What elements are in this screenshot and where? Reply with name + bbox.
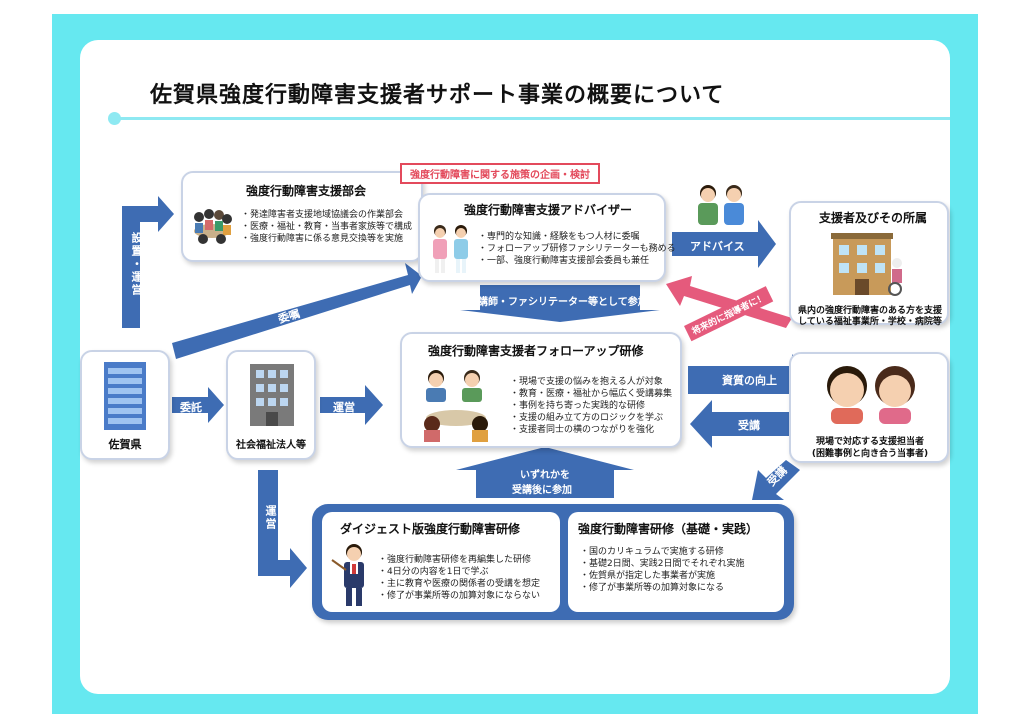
followup-item: ・支援の組み立て方のロジックを学ぶ bbox=[510, 413, 664, 423]
arrow-izureka bbox=[456, 447, 634, 498]
adviser-people-icon bbox=[433, 225, 468, 273]
followup-item: ・現場で支援の悩みを抱える人が対象 bbox=[510, 377, 663, 387]
label-unei2: 運営 bbox=[264, 505, 277, 531]
frontline-box: 現場で対応する支援担当者 (困難事例と向き合う当事者) bbox=[789, 352, 949, 463]
supporters-caption1: 県内の強度行動障害のある方を支援 bbox=[797, 306, 942, 316]
corp-label: 社会福祉法人等 bbox=[236, 440, 306, 451]
followup-title: 強度行動障害支援者フォローアップ研修 bbox=[428, 344, 644, 358]
arrow-unei1 bbox=[320, 385, 383, 425]
frontline-caption2: (困難事例と向き合う当事者) bbox=[811, 449, 929, 459]
label-izureka1: いずれかを bbox=[520, 470, 570, 481]
facility-building-icon bbox=[831, 233, 902, 296]
saga-label: 佐賀県 bbox=[108, 438, 142, 451]
arrow-unei2 bbox=[258, 470, 307, 588]
page-title: 佐賀県強度行動障害支援者サポート事業の概要について bbox=[150, 83, 725, 108]
adviser-item: ・一部、強度行動障害支援部会委員も兼任 bbox=[478, 256, 650, 266]
saga-box: 佐賀県 bbox=[80, 350, 170, 460]
arrow-ishoku bbox=[172, 263, 422, 359]
digest-item: ・主に教育や医療の関係者の受講を想定 bbox=[378, 579, 541, 589]
basic-item: ・基礎2日間、実践2日間でそれぞれ実施 bbox=[580, 559, 745, 569]
followup-item: ・教育・医療・福祉から幅広く受講募集 bbox=[510, 389, 673, 399]
label-koshi: 講師・ファシリテーター等として参加 bbox=[478, 297, 648, 308]
followup-item: ・事例を持ち寄った実践的な研修 bbox=[510, 401, 646, 411]
planning-tag: 強度行動障害に関する施策の企画・検討 bbox=[400, 163, 600, 184]
label-unei1: 運営 bbox=[333, 401, 355, 414]
arrow-advice bbox=[672, 220, 776, 268]
kaigi-item: ・強度行動障害に係る意見交換等を実施 bbox=[241, 234, 404, 244]
kaigi-item: ・発達障害者支援地域協議会の作業部会 bbox=[241, 210, 404, 220]
kaigi-box: 強度行動障害支援部会 ・発達障害者支援地域協議会の作業部会 ・医療・福祉・教育・… bbox=[181, 171, 423, 262]
lecturer-icon bbox=[331, 544, 364, 606]
digest-title: ダイジェスト版強度行動障害研修 bbox=[340, 522, 521, 536]
arrow-jukou1 bbox=[690, 400, 810, 448]
kaigi-title: 強度行動障害支援部会 bbox=[246, 184, 367, 198]
arrow-shishitsu bbox=[688, 354, 812, 406]
supporters-caption2: している福祉事業所・学校・病院等 bbox=[798, 317, 942, 327]
frontline-people-icon bbox=[827, 366, 915, 424]
followup-box: 強度行動障害支援者フォローアップ研修 ・現場で支援の悩みを抱える人が対象 ・教育… bbox=[400, 332, 682, 448]
meeting-people-icon bbox=[194, 209, 232, 244]
title-underline bbox=[114, 117, 950, 120]
adviser-item: ・専門的な知識・経験をもつ人材に委嘱 bbox=[478, 232, 640, 242]
adviser-box: 強度行動障害支援アドバイザー ・専門的な知識・経験をもつ人材に委嘱 ・フォローア… bbox=[418, 193, 676, 282]
digest-item: ・修了が事業所等の加算対象にならない bbox=[378, 591, 541, 601]
adviser-title: 強度行動障害支援アドバイザー bbox=[464, 203, 633, 217]
arrow-koshi bbox=[460, 285, 660, 322]
adviser-item: ・フォローアップ研修ファシリテーターも務める bbox=[478, 244, 676, 254]
arrow-jukou2 bbox=[752, 460, 800, 500]
corporation-building-icon bbox=[250, 364, 294, 426]
digest-item: ・強度行動障害研修を再編集した研修 bbox=[378, 555, 532, 565]
followup-item: ・支援者同士の横のつながりを強化 bbox=[510, 425, 655, 435]
label-itaku: 委託 bbox=[180, 401, 202, 414]
kaigi-item: ・医療・福祉・教育・当事者家族等で構成 bbox=[241, 222, 413, 232]
basic-box: 強度行動障害研修（基礎・実践） ・国のカリキュラムで実施する研修 ・基礎2日間、… bbox=[568, 512, 784, 612]
digest-box: ダイジェスト版強度行動障害研修 ・強度行動障害研修を再編集した研修 ・4日分の内… bbox=[322, 512, 560, 612]
label-jukou1: 受講 bbox=[738, 419, 760, 432]
training-container: ダイジェスト版強度行動障害研修 ・強度行動障害研修を再編集した研修 ・4日分の内… bbox=[312, 504, 794, 620]
label-shishitsu: 資質の向上 bbox=[722, 374, 777, 387]
label-setchi: 設置・運営 bbox=[130, 232, 143, 297]
basic-item: ・修了が事業所等の加算対象になる bbox=[580, 583, 725, 593]
basic-item: ・佐賀県が指定した事業者が実施 bbox=[580, 571, 716, 581]
supporters-title: 支援者及びその所属 bbox=[819, 211, 928, 225]
corp-box: 社会福祉法人等 bbox=[226, 350, 316, 460]
arrow-setchi bbox=[122, 196, 174, 328]
basic-item: ・国のカリキュラムで実施する研修 bbox=[580, 547, 724, 557]
basic-title: 強度行動障害研修（基礎・実践） bbox=[578, 522, 759, 536]
consulting-people-icon bbox=[698, 185, 744, 225]
digest-item: ・4日分の内容を1日で学ぶ bbox=[378, 567, 489, 577]
arrow-itaku bbox=[172, 387, 224, 423]
supporters-box: 支援者及びその所属 県内の強度行動障害のある方を支援 している福祉事業所・学校・… bbox=[789, 201, 949, 327]
training-people-icon bbox=[424, 370, 488, 442]
label-advice: アドバイス bbox=[690, 240, 745, 253]
prefecture-building-icon bbox=[104, 362, 146, 430]
frontline-caption1: 現場で対応する支援担当者 bbox=[815, 437, 924, 447]
arrow-shiryoku bbox=[666, 276, 792, 328]
label-izureka2: 受講後に参加 bbox=[512, 485, 572, 496]
